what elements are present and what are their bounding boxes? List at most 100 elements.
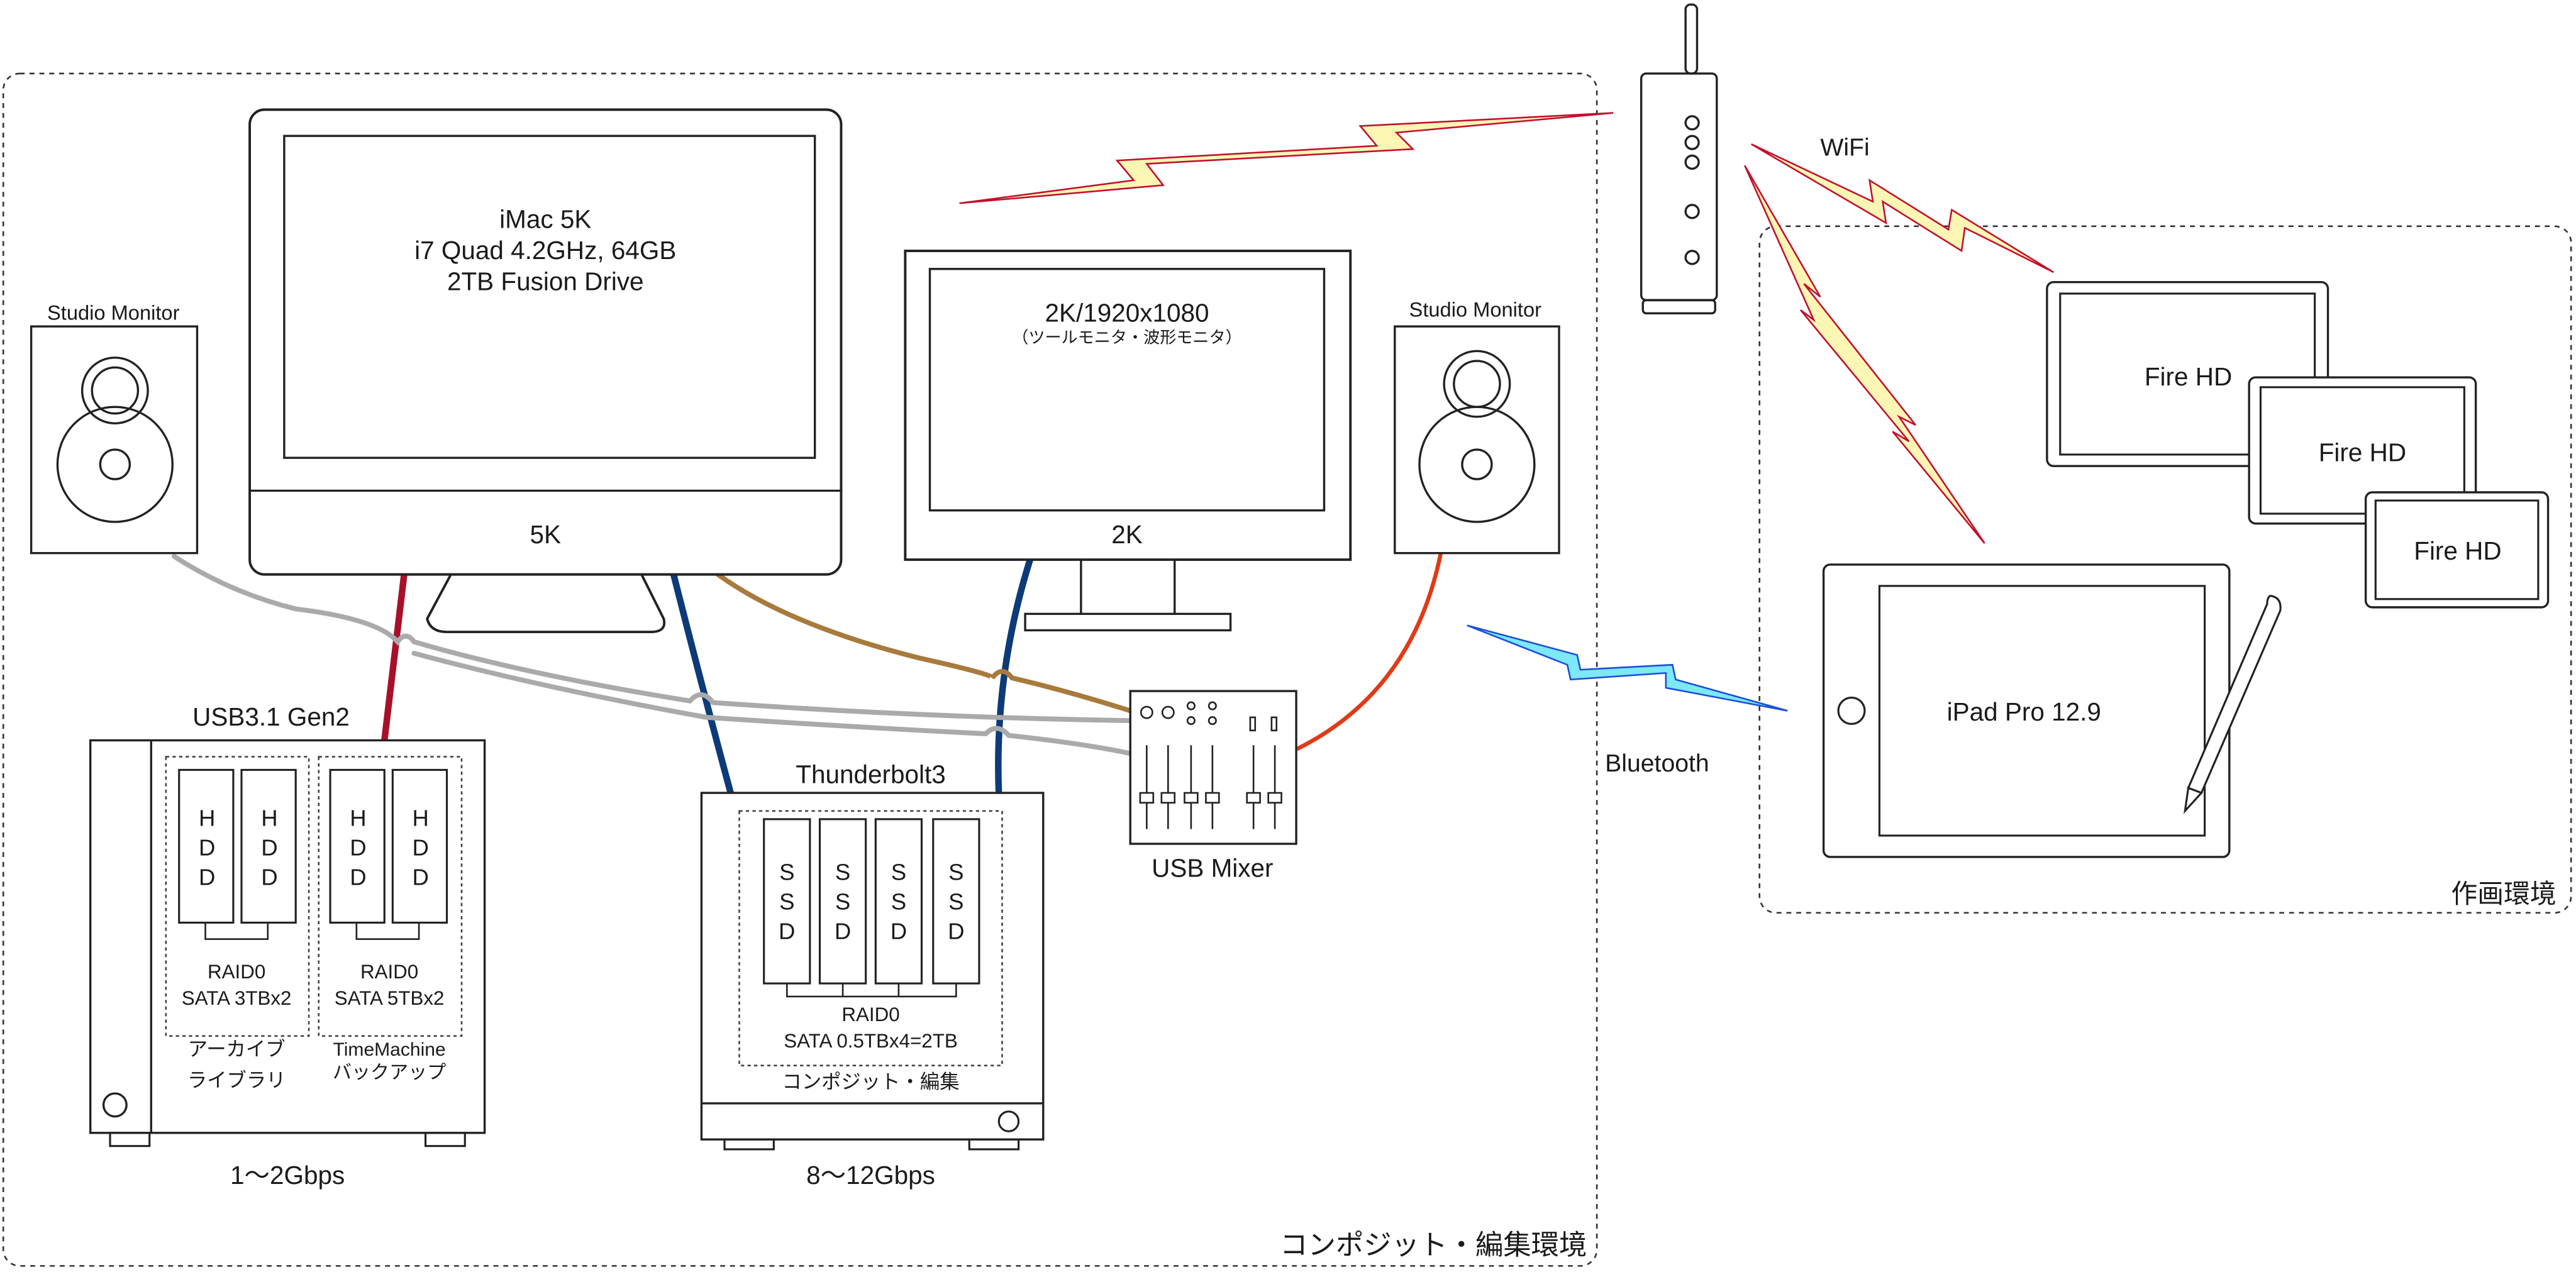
mixer-fader-knob — [1246, 792, 1261, 804]
monitor-2k-neck — [1080, 558, 1176, 617]
fire-hd-label: Fire HD — [2319, 438, 2406, 467]
fire-hd-body — [2364, 491, 2550, 609]
hdd-letter: H — [350, 805, 366, 831]
hdd-letter: D — [261, 834, 277, 860]
bluetooth-label: Bluetooth — [1605, 750, 1709, 777]
monitor-2k: 2K/1920x1080 （ツールモニタ・波形モニタ） 2K — [904, 250, 1352, 632]
ipad-pro: iPad Pro 12.9 — [1822, 563, 2231, 858]
archive-raid-label: RAID0 — [208, 961, 265, 983]
hdd-letter: D — [350, 864, 366, 890]
mixer-knob-icon — [1161, 705, 1175, 719]
studio-monitor-left: Studio Monitor — [30, 301, 199, 555]
ssd-letter: S — [891, 860, 906, 885]
mixer-meter — [1249, 716, 1257, 732]
bluetooth-bolt — [1467, 624, 1788, 712]
router-base — [1641, 299, 1716, 314]
ipad-home-button-icon — [1837, 696, 1866, 725]
monitor-2k-title: 2K/1920x1080 — [1045, 298, 1209, 327]
tb-box-body — [700, 792, 1045, 1141]
ssd-letter: S — [948, 889, 963, 915]
raid-connector — [355, 922, 420, 940]
hdd-drive — [240, 768, 297, 924]
tb-box-foot — [968, 1138, 1020, 1151]
fire-hd-tablet-2: Fire HD — [2248, 376, 2477, 525]
hdd-letter: D — [261, 864, 277, 890]
hdd-letter: D — [350, 834, 366, 860]
mixer-knob-icon — [1140, 705, 1153, 719]
mixer-knob-icon — [1208, 701, 1217, 710]
router-led — [1684, 135, 1700, 150]
studio-monitor-right: Studio Monitor — [1394, 298, 1560, 555]
hdd-drive — [329, 768, 386, 924]
ssd-letter: D — [948, 919, 964, 944]
grey-audio-cable-right — [411, 651, 1133, 756]
speaker-woofer-icon — [56, 406, 174, 523]
router-led — [1684, 204, 1700, 219]
monitor-2k-badge: 2K — [1111, 520, 1143, 549]
tb-box-power-button-icon — [997, 1110, 1020, 1132]
hdd-letter: H — [413, 805, 429, 831]
mixer-fader-knob — [1184, 792, 1199, 804]
wifi-bolt-ipad — [1744, 165, 1985, 544]
router-led — [1684, 115, 1700, 131]
router-led — [1684, 154, 1700, 170]
imac-badge: 5K — [530, 520, 562, 549]
imac-screen — [283, 135, 816, 459]
thunderbolt-storage-enclosure: Thunderbolt3 S S D S S D S S D S S D RAI… — [700, 760, 1045, 1190]
fire-hd-screen — [2259, 386, 2465, 515]
usb-cable — [381, 571, 408, 744]
composite-environment: コンポジット・編集環境 — [2, 72, 1598, 1267]
mixer-fader-knob — [1139, 792, 1155, 804]
usb-speed-label: 1〜2Gbps — [230, 1161, 345, 1190]
imac-spec: i7 Quad 4.2GHz, 64GB — [414, 236, 676, 265]
speaker-tweeter-icon — [80, 357, 149, 424]
brown-audio-cable — [715, 572, 1133, 714]
ssd-drive — [874, 818, 923, 985]
studio-monitor-right-label: Studio Monitor — [1409, 298, 1542, 321]
fire-hd-screen — [2374, 499, 2540, 600]
archive-caption: アーカイブ — [188, 1038, 286, 1061]
tb-raid-label: RAID0 — [841, 1003, 899, 1025]
wifi-router — [1640, 3, 1718, 314]
drawing-environment: 作画環境 — [1758, 225, 2572, 914]
imac-stand — [426, 572, 666, 634]
composite-environment-boundary — [2, 72, 1598, 1267]
usb-raid-group-timemachine — [318, 756, 463, 1037]
composite-environment-label: コンポジット・編集環境 — [1280, 1229, 1587, 1261]
timemachine-caption: TimeMachine — [333, 1039, 446, 1060]
mixer-fader-knob — [1205, 792, 1220, 804]
imac-storage: 2TB Fusion Drive — [447, 267, 644, 296]
ssd-letter: S — [948, 860, 963, 885]
hdd-letter: H — [261, 805, 277, 831]
imac: iMac 5K i7 Quad 4.2GHz, 64GB 2TB Fusion … — [248, 108, 843, 634]
fire-hd-label: Fire HD — [2414, 536, 2501, 565]
mixer-meter — [1270, 716, 1278, 732]
studio-monitor-left-body — [30, 325, 199, 555]
hdd-letter: D — [413, 864, 429, 890]
mixer-knob-icon — [1186, 716, 1196, 726]
ipad-screen — [1878, 585, 2206, 837]
ssd-letter: S — [779, 860, 794, 885]
fire-hd-label: Fire HD — [2145, 362, 2232, 391]
ssd-letter: D — [835, 919, 851, 944]
wifi-label: WiFi — [1820, 134, 1869, 161]
ssd-letter: S — [891, 889, 906, 915]
hdd-drive — [178, 768, 235, 924]
monitor-2k-screen — [928, 268, 1326, 512]
raid-connector — [204, 922, 269, 940]
orange-audio-cable — [1296, 551, 1443, 751]
apple-pencil-icon — [2184, 594, 2282, 814]
drawing-environment-label: 作画環境 — [2451, 878, 2557, 909]
usb-mixer: USB Mixer — [1129, 690, 1297, 882]
speaker-tweeter-icon — [1443, 350, 1511, 418]
tb-speed-label: 8〜12Gbps — [806, 1161, 935, 1190]
archive-raid-spec: SATA 3TBx2 — [182, 987, 292, 1009]
usb-box-power-button-icon — [102, 1092, 128, 1118]
timemachine-raid-spec: SATA 5TBx2 — [335, 987, 445, 1009]
hdd-letter: H — [199, 805, 215, 831]
usb-storage-enclosure: USB3.1 Gen2 H D D H D D H D D H D D RAID… — [89, 702, 486, 1190]
router-body — [1640, 72, 1718, 302]
tb-caption: コンポジット・編集 — [782, 1071, 960, 1093]
ssd-letter: S — [779, 889, 794, 915]
